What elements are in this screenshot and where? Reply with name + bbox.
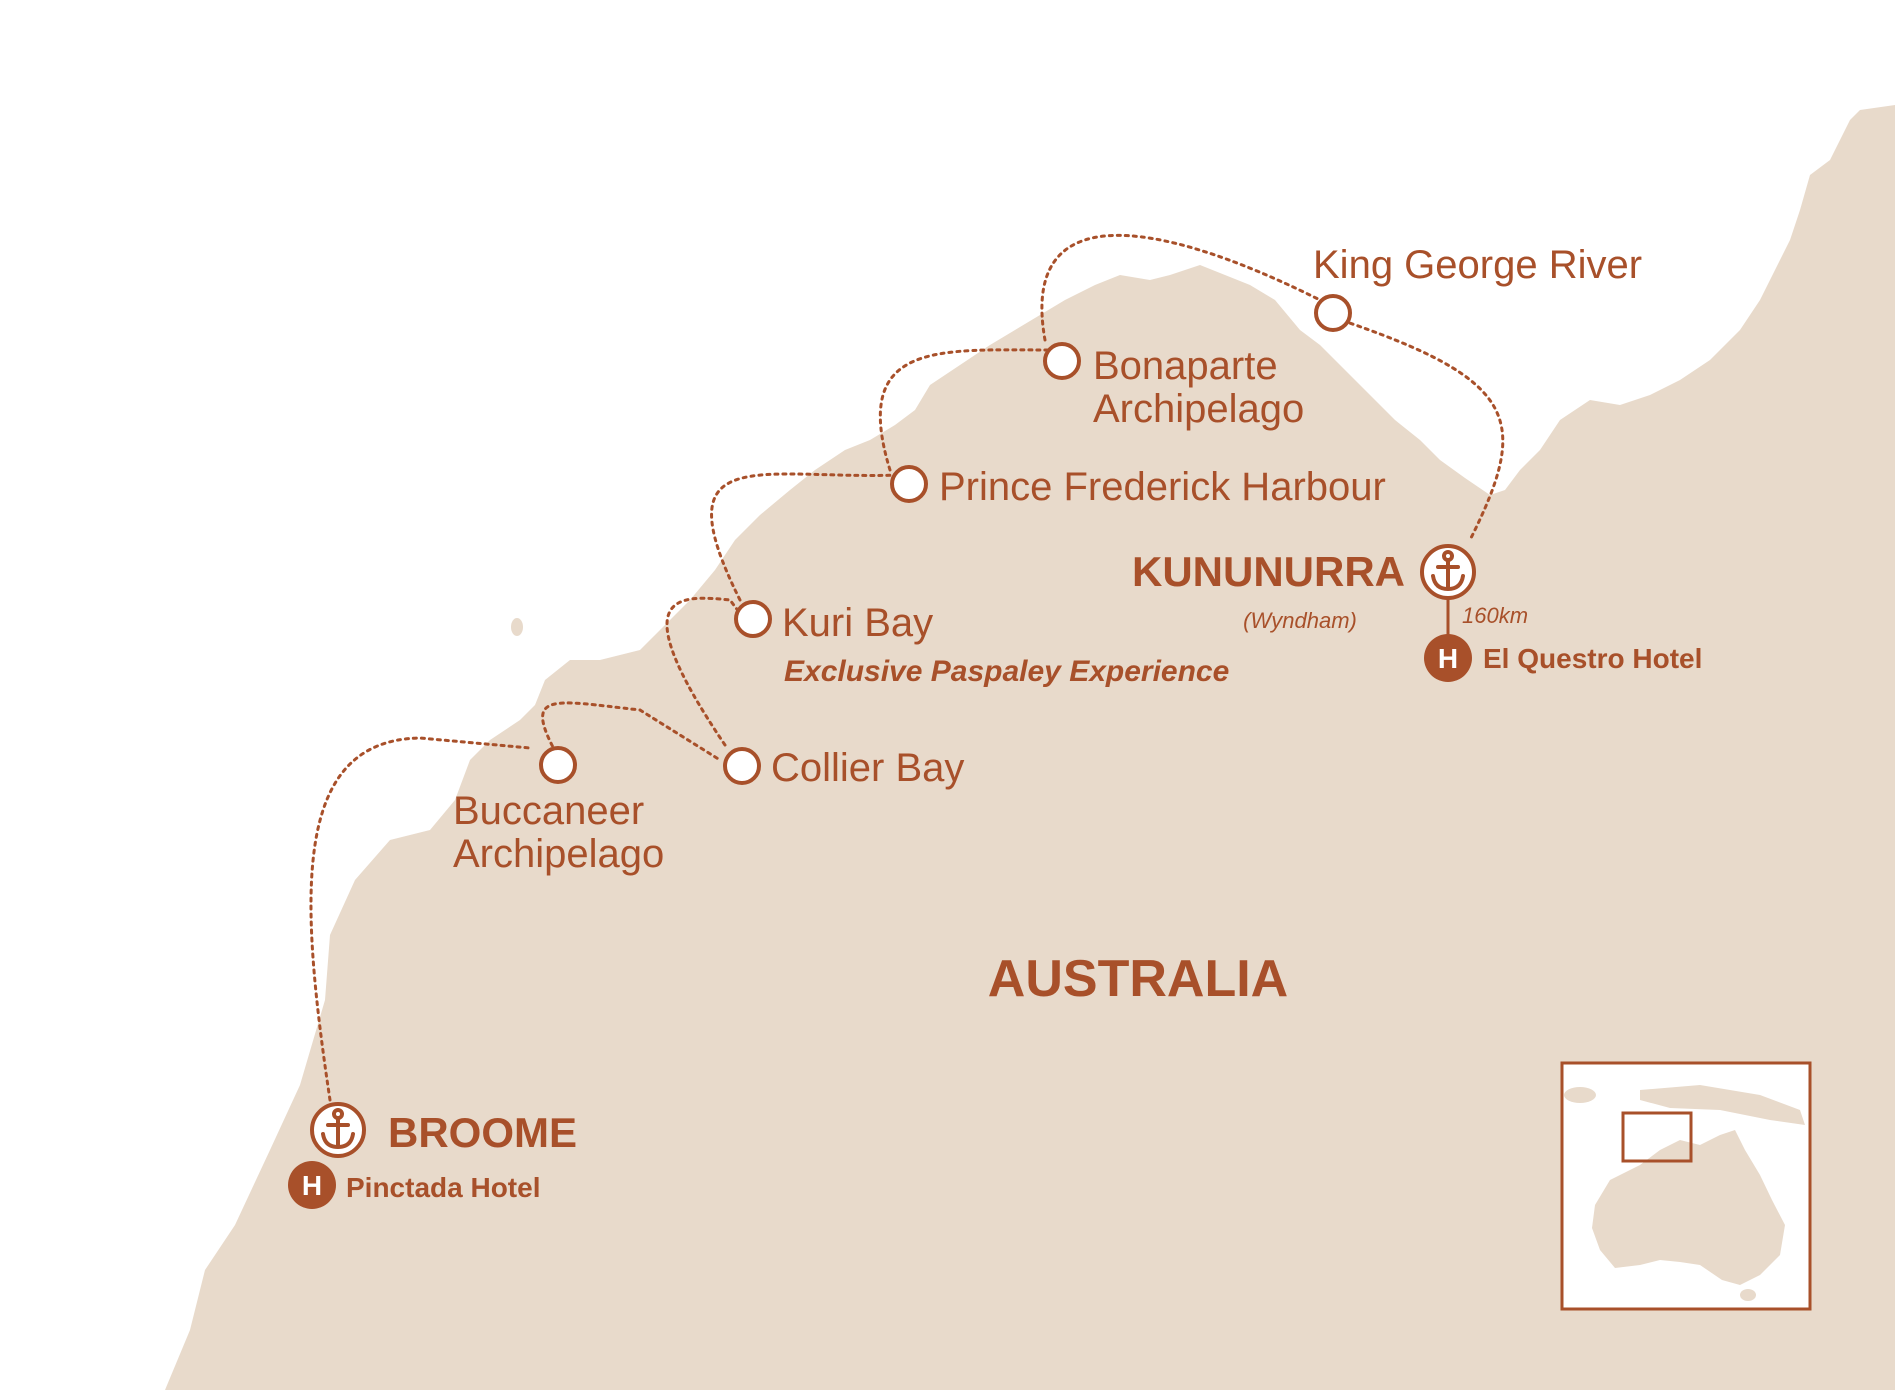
stop-label-bonaparte-line2: Archipelago <box>1093 387 1304 431</box>
port-name-kununurra: KUNUNURRA <box>1132 548 1405 595</box>
hotel-h-icon: H <box>1438 643 1458 674</box>
land-mainland <box>165 105 1895 1390</box>
port-broome: BROOME H Pinctada Hotel <box>288 1102 577 1209</box>
cruise-route <box>309 233 1505 1102</box>
stop-marker-king <box>1314 294 1352 332</box>
stop-marker-bonaparte <box>1043 342 1081 380</box>
stop-label-prince: Prince Frederick Harbour <box>939 465 1386 509</box>
islands <box>511 130 1870 875</box>
stop-marker-buccaneer <box>539 746 577 784</box>
port-sub-kununurra: (Wyndham) <box>1243 608 1357 633</box>
stop-label-king: King George River <box>1313 243 1642 287</box>
anchor-icon <box>321 1108 355 1150</box>
stop-marker-prince <box>890 465 928 503</box>
hotel-name-kununurra: El Questro Hotel <box>1483 643 1702 674</box>
stop-marker-kuri <box>734 600 772 638</box>
australia-inset-map <box>1560 1061 1812 1311</box>
anchor-icon <box>1431 550 1465 592</box>
distance-label: 160km <box>1462 603 1528 628</box>
port-kununurra: KUNUNURRA (Wyndham) 160km H El Questro H… <box>1132 544 1702 682</box>
inset-highlight-box <box>1621 1111 1693 1163</box>
stop-label-bonaparte-line1: Bonaparte <box>1093 344 1278 388</box>
hotel-name-broome: Pinctada Hotel <box>346 1172 540 1203</box>
stop-label-buccaneer-line1: Buccaneer <box>453 789 644 833</box>
hotel-h-icon: H <box>302 1170 322 1201</box>
stop-label-collier: Collier Bay <box>771 746 964 790</box>
port-name-broome: BROOME <box>388 1109 577 1156</box>
country-label: AUSTRALIA <box>988 950 1288 1008</box>
stop-label-kuri: Kuri Bay <box>782 601 933 645</box>
stop-marker-collier <box>723 747 761 785</box>
stop-note-kuri: Exclusive Paspaley Experience <box>784 655 1229 688</box>
stop-markers <box>539 294 1352 785</box>
stop-label-buccaneer-line2: Archipelago <box>453 832 664 876</box>
